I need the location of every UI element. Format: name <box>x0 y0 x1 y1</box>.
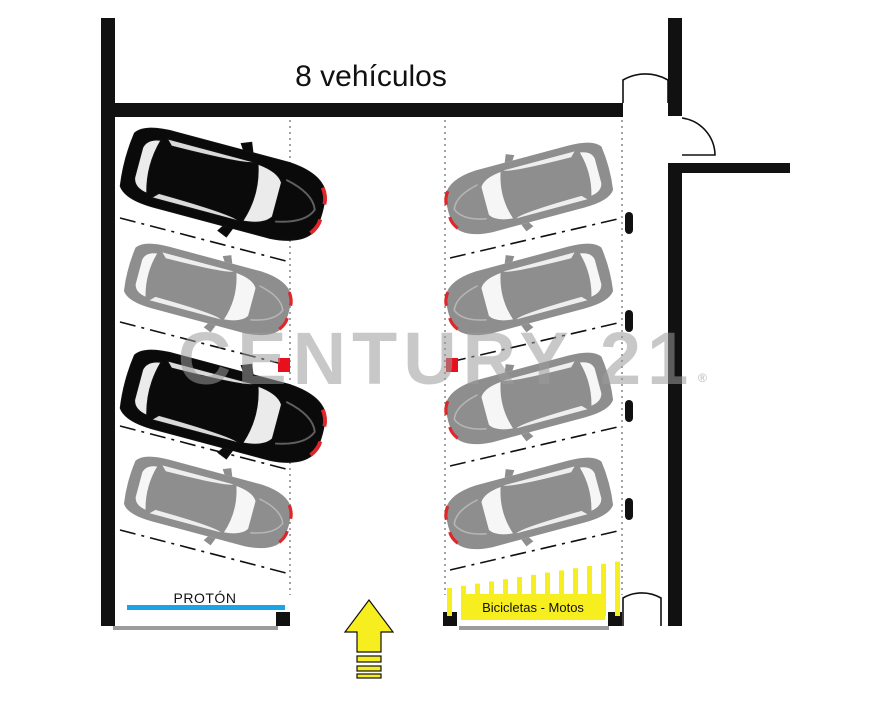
bike-zone: Bicicletas - Motos <box>447 561 620 620</box>
slot-dividers <box>119 217 623 575</box>
watermark-registered: ® <box>698 371 707 385</box>
red-marker-icon <box>278 358 290 372</box>
car-right-3 <box>436 338 620 461</box>
up-arrow-icon <box>343 599 395 679</box>
walls <box>101 18 790 630</box>
proton-label: PROTÓN <box>174 590 237 606</box>
car-left-2 <box>117 229 301 352</box>
car-highlighted-left-1 <box>111 110 337 261</box>
door-swing-icon <box>622 73 716 626</box>
car-highlighted-left-3 <box>111 332 337 483</box>
bike-stripe <box>447 588 452 616</box>
bike-stripe <box>573 568 578 616</box>
car-right-2 <box>436 229 620 352</box>
bike-stripe <box>615 561 620 616</box>
bike-zone-label: Bicicletas - Motos <box>482 600 584 615</box>
proton-bar <box>127 605 285 610</box>
red-marker-icon <box>446 358 458 372</box>
car-right-1 <box>436 128 620 251</box>
cars <box>111 110 620 566</box>
plan-title: 8 vehículos <box>295 60 447 93</box>
bike-stripe <box>601 563 606 616</box>
bike-stripe <box>587 566 592 616</box>
watermark: CENTURY 21 <box>178 317 694 400</box>
car-left-4 <box>117 442 301 565</box>
car-right-4 <box>436 443 620 566</box>
bike-stripe <box>559 570 564 616</box>
wall-bumpers <box>625 212 633 520</box>
